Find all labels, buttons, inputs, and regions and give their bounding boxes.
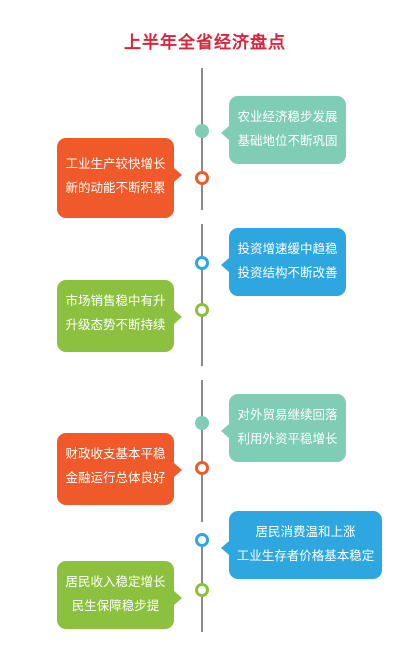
bubble-consumption: 居民消费温和上涨 工业生存者价格基本稳定 bbox=[221, 511, 382, 579]
bubble-line: 财政收支基本平稳 bbox=[65, 446, 166, 461]
bubble-trade: 对外贸易继续回落 利用外资平稳增长 bbox=[221, 394, 346, 462]
bubble-line: 对外贸易继续回落 bbox=[237, 407, 338, 422]
timeline-node-2 bbox=[195, 171, 209, 185]
timeline-node-7 bbox=[195, 533, 209, 547]
timeline-node-5 bbox=[195, 416, 209, 430]
bubble-line: 民生保障稳步提 bbox=[71, 598, 160, 613]
page-title: 上半年全省经济盘点 bbox=[124, 33, 286, 53]
bubble-income: 居民收入稳定增长 民生保障稳步提 bbox=[57, 561, 182, 629]
bubble-line: 居民收入稳定增长 bbox=[65, 574, 166, 589]
timeline-node-8 bbox=[195, 583, 209, 597]
timeline-node-3 bbox=[195, 256, 209, 270]
bubble-line: 工业生产较快增长 bbox=[65, 156, 166, 171]
bubble-investment: 投资增速缓中趋稳 投资结构不断改善 bbox=[221, 228, 346, 296]
timeline-node-1 bbox=[195, 124, 209, 138]
timeline-node-4 bbox=[195, 303, 209, 317]
timeline-node-6 bbox=[195, 461, 209, 475]
timeline-line bbox=[201, 224, 203, 366]
bubble-line: 升级态势不断持续 bbox=[65, 317, 166, 332]
bubble-market: 市场销售稳中有升 升级态势不断持续 bbox=[57, 280, 182, 352]
bubble-line: 金融运行总体良好 bbox=[65, 470, 166, 485]
bubble-line: 投资增速缓中趋稳 bbox=[237, 241, 338, 256]
timeline-line bbox=[201, 380, 203, 522]
bubble-line: 市场销售稳中有升 bbox=[65, 293, 166, 308]
bubble-industry: 工业生产较快增长 新的动能不断积累 bbox=[57, 138, 182, 218]
bubble-agriculture: 农业经济稳步发展 基础地位不断巩固 bbox=[221, 96, 346, 164]
bubble-line: 农业经济稳步发展 bbox=[237, 109, 338, 124]
timeline-line bbox=[201, 68, 203, 210]
bubble-line: 新的动能不断积累 bbox=[65, 180, 166, 195]
bubble-finance: 财政收支基本平稳 金融运行总体良好 bbox=[57, 433, 182, 505]
bubble-line: 利用外资平稳增长 bbox=[237, 431, 338, 446]
bubble-line: 基础地位不断巩固 bbox=[237, 133, 338, 148]
bubble-line: 工业生存者价格基本稳定 bbox=[236, 548, 375, 563]
bubble-line: 投资结构不断改善 bbox=[237, 265, 338, 280]
bubble-line: 居民消费温和上涨 bbox=[255, 524, 356, 539]
